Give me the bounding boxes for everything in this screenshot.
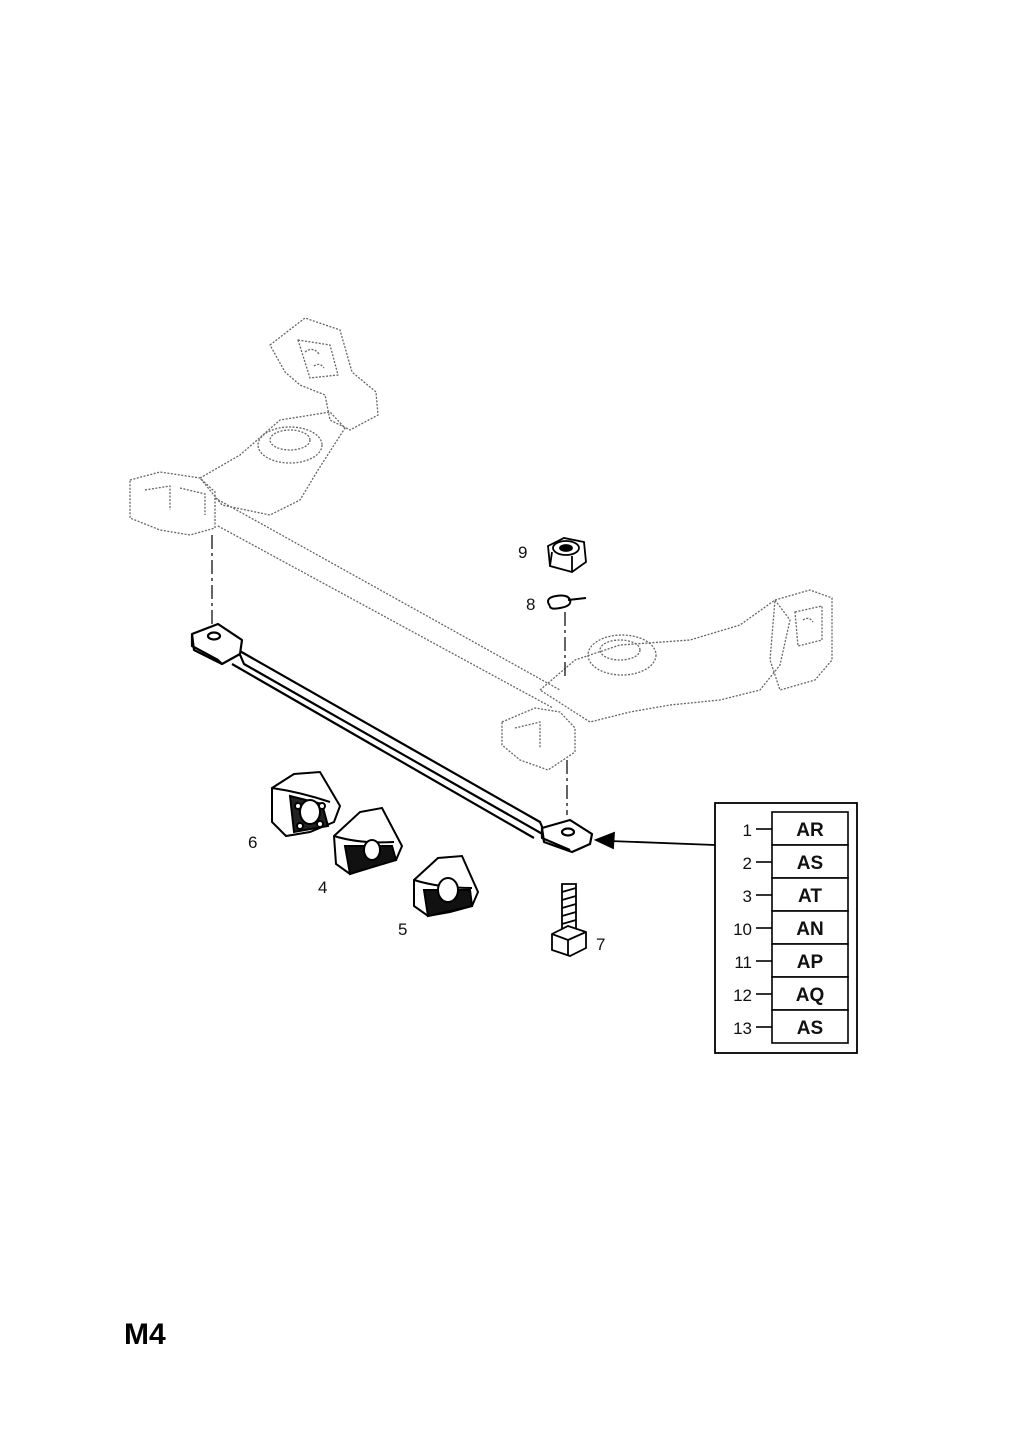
mount-block-icon <box>332 806 404 876</box>
table-row-number: 12 <box>733 986 752 1005</box>
assembly-axis-lines <box>211 535 568 815</box>
table-row: 11 AP <box>734 952 823 973</box>
table-row-number: 13 <box>733 1019 752 1038</box>
nut-icon <box>547 537 587 573</box>
page-label: M4 <box>124 1318 166 1351</box>
part-label-5: 5 <box>398 920 407 939</box>
mount-block-icon <box>413 854 480 918</box>
table-row: 10 AN <box>733 919 824 940</box>
table-row-number: 1 <box>743 821 752 840</box>
table-row-number: 3 <box>743 887 752 906</box>
part-label-8: 8 <box>526 595 535 614</box>
subframe-outline <box>129 317 833 771</box>
tie-bar-strut <box>190 622 594 854</box>
table-row-code: AQ <box>796 985 825 1006</box>
table-row: 12 AQ <box>733 985 824 1006</box>
table-row-number: 10 <box>733 920 752 939</box>
part-label-4: 4 <box>318 878 327 897</box>
table-row-code: AN <box>796 919 823 940</box>
table-row-code: AP <box>797 952 824 973</box>
mount-block-ribbed-icon <box>271 770 342 838</box>
table-row: 13 AS <box>733 1018 823 1039</box>
washer-icon <box>547 594 587 610</box>
table-row-code: AS <box>797 853 823 874</box>
table-row: 2 AS <box>743 853 824 874</box>
table-row-code: AR <box>796 820 824 841</box>
table-row-code: AS <box>797 1018 823 1039</box>
table-row-number: 2 <box>743 854 752 873</box>
callout-arrow <box>593 831 716 850</box>
part-label-9: 9 <box>518 543 527 562</box>
part-labels: 9 8 6 4 5 7 <box>248 543 605 954</box>
part-label-7: 7 <box>596 935 605 954</box>
table-row-code: AT <box>798 886 822 907</box>
reference-table: 1 AR 2 AS 3 AT 10 AN 11 AP 12 AQ 13 AS <box>714 802 858 1054</box>
table-row: 1 AR <box>743 820 824 841</box>
table-row: 3 AT <box>743 886 823 907</box>
part-label-6: 6 <box>248 833 257 852</box>
bolt-icon <box>551 883 587 957</box>
table-row-number: 11 <box>734 953 752 972</box>
